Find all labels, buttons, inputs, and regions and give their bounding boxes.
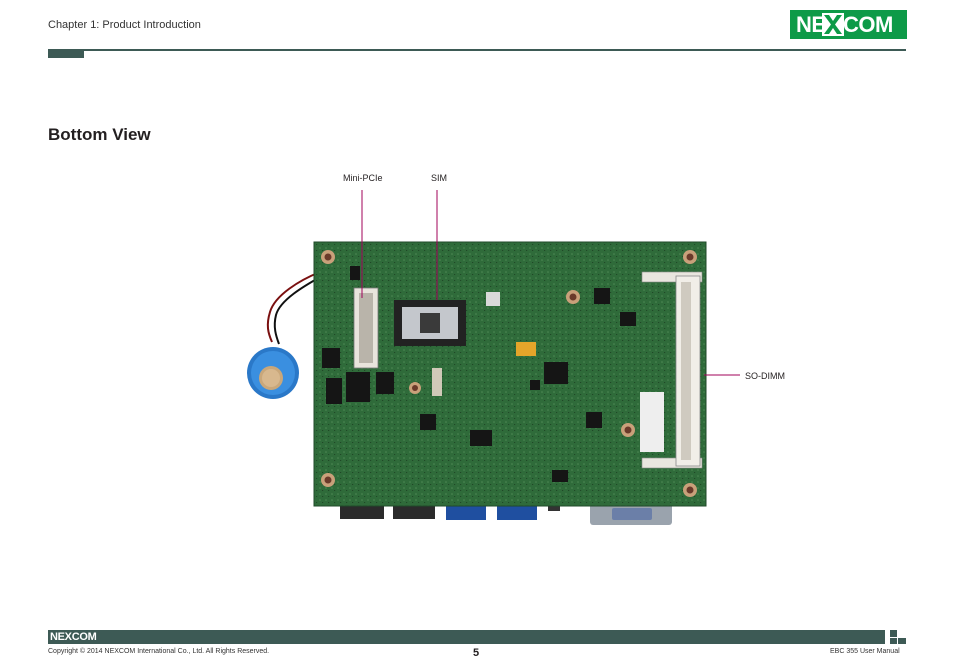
logo-text-right: COM <box>843 12 893 37</box>
sim-socket <box>394 300 466 346</box>
nexcom-logo: NE COM <box>790 10 907 39</box>
header-tab-accent <box>48 49 84 58</box>
callout-label-so-dimm: SO-DIMM <box>745 371 785 381</box>
so-dimm-socket <box>641 271 703 469</box>
chapter-heading: Chapter 1: Product Introduction <box>48 19 201 31</box>
section-title: Bottom View <box>48 125 151 144</box>
callout-lines <box>361 190 740 376</box>
logo-text-left: NE <box>796 12 826 37</box>
mounting-holes <box>321 250 697 497</box>
logo-x-mark <box>822 13 844 36</box>
footer-square-accent <box>890 630 897 637</box>
footer-square-accent <box>890 638 897 644</box>
coin-battery <box>247 347 299 399</box>
footer-bar <box>48 630 885 644</box>
manual-title: EBC 355 User Manual <box>830 648 900 655</box>
copyright-notice: Copyright © 2014 NEXCOM International Co… <box>48 648 270 655</box>
footer-nexcom-logo: NEXCOM <box>50 631 97 643</box>
header-divider <box>48 49 906 51</box>
footer-square-accent <box>898 638 906 644</box>
callout-label-mini-pcie: Mini-PCIe <box>343 173 383 183</box>
rear-io-connectors <box>340 503 672 525</box>
mini-pcie-slot <box>353 287 379 369</box>
callout-label-sim: SIM <box>431 173 448 183</box>
battery-cable <box>266 271 323 345</box>
board-components <box>322 266 664 482</box>
page-number: 5 <box>473 647 480 659</box>
